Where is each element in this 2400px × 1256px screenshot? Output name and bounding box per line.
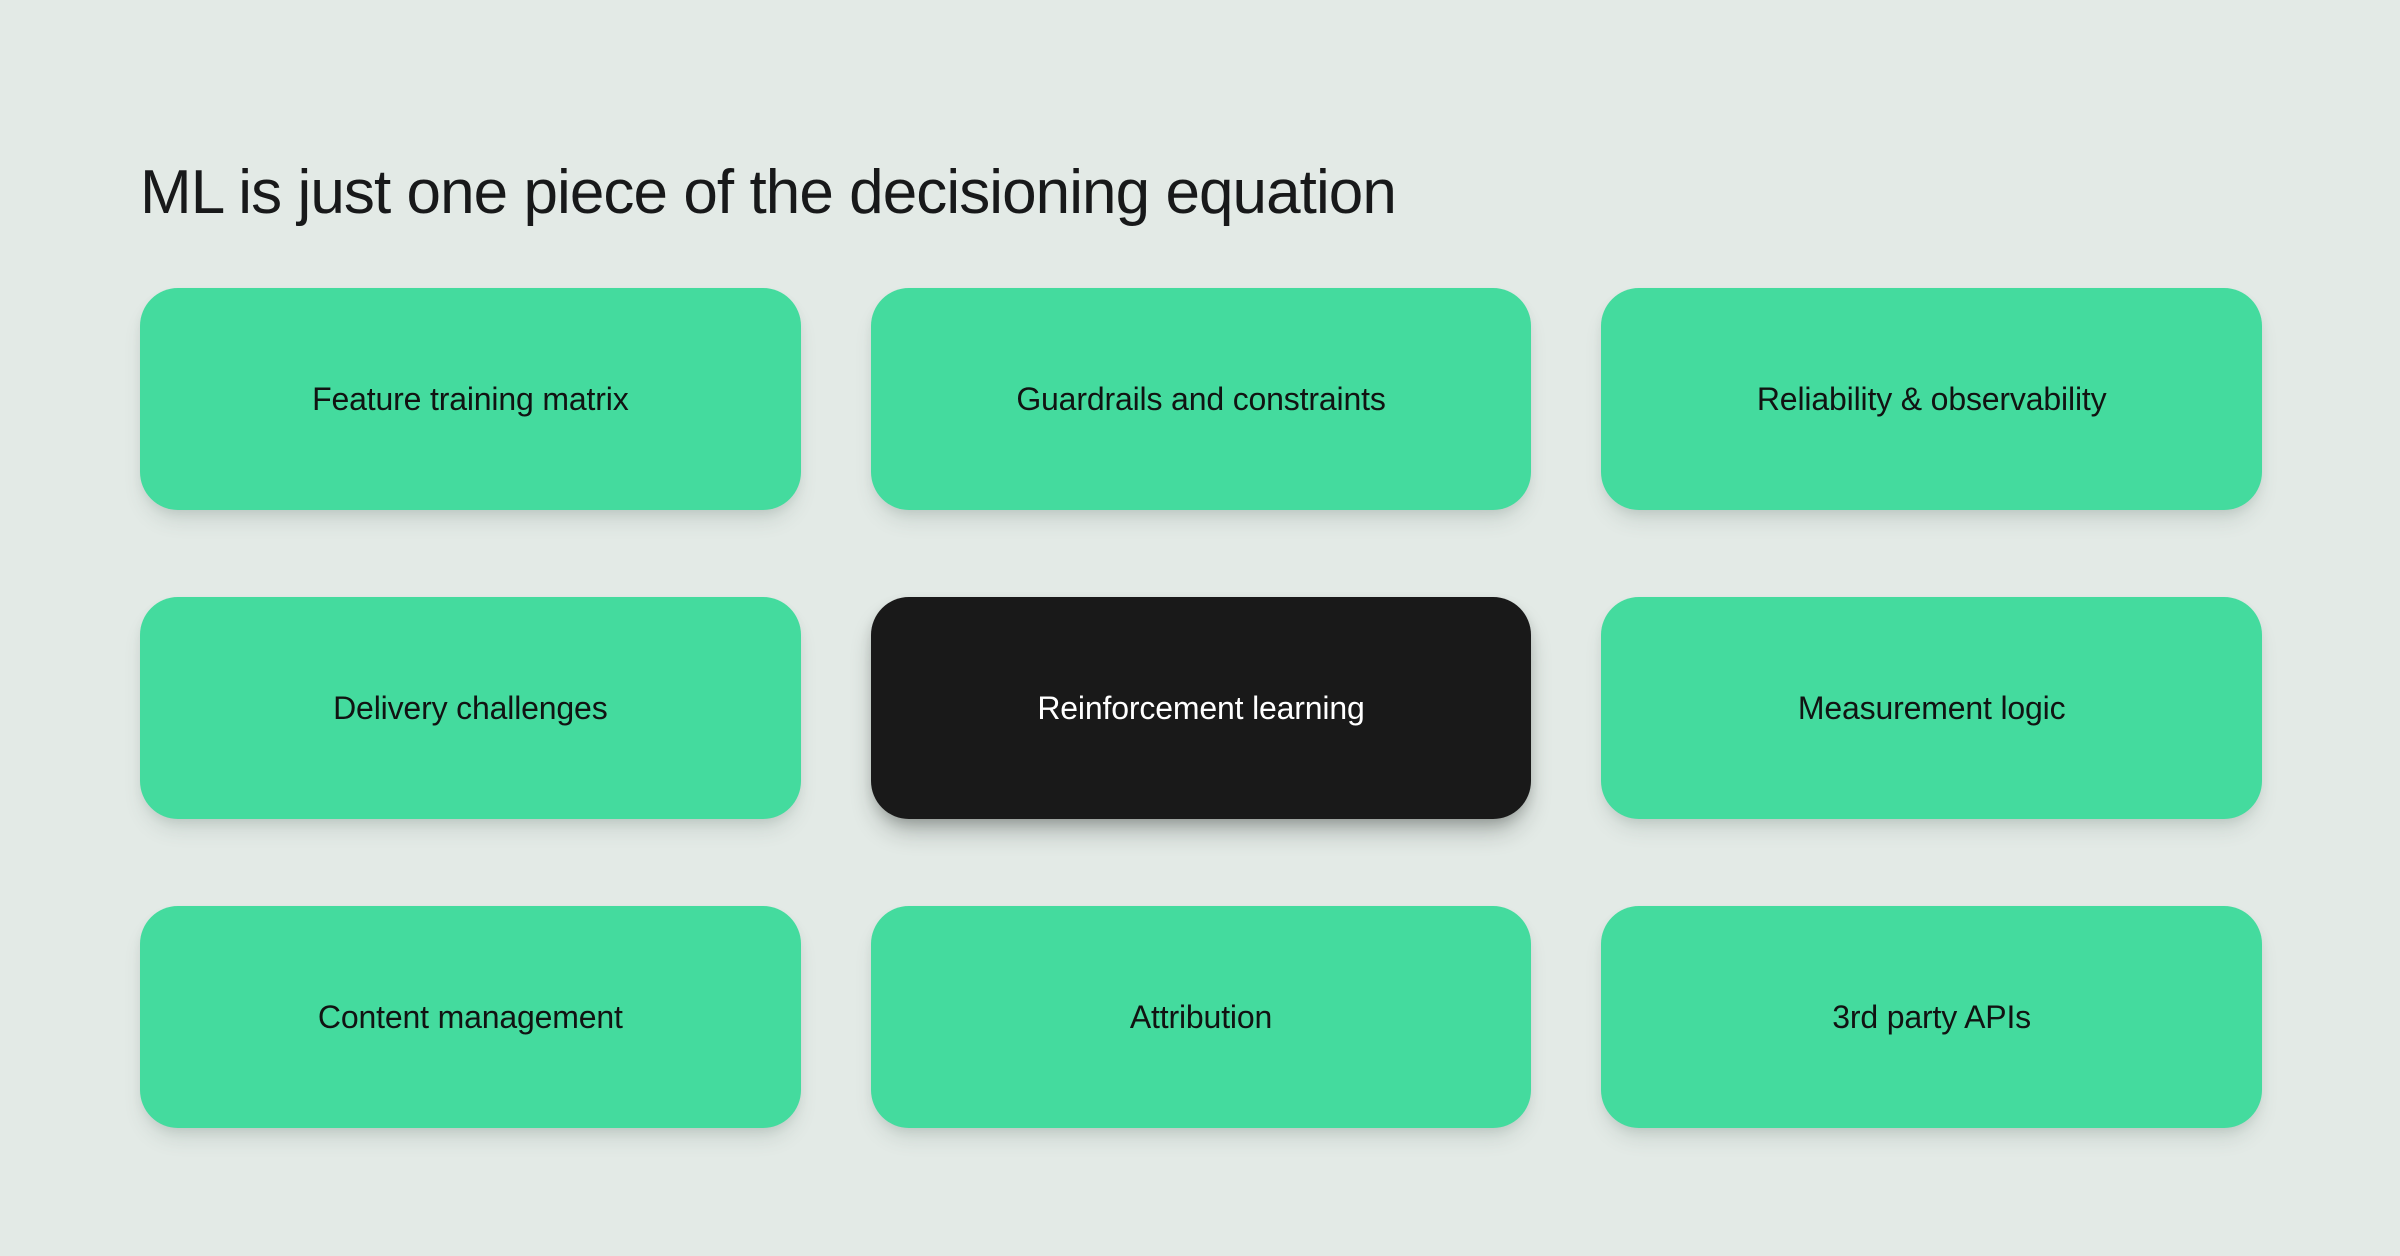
card-feature-training-matrix[interactable]: Feature training matrix — [140, 288, 801, 510]
card-reliability-and-observability[interactable]: Reliability & observability — [1601, 288, 2262, 510]
card-label: Guardrails and constraints — [1016, 380, 1386, 417]
card-measurement-logic[interactable]: Measurement logic — [1601, 597, 2262, 819]
card-label: Measurement logic — [1797, 689, 2066, 726]
card-delivery-challenges[interactable]: Delivery challenges — [140, 597, 801, 819]
card-guardrails-and-constraints[interactable]: Guardrails and constraints — [870, 288, 1532, 510]
card-content-management[interactable]: Content management — [140, 906, 801, 1128]
card-label: Reliability & observability — [1756, 380, 2107, 417]
card-label: 3rd party APIs — [1832, 998, 2032, 1035]
card-grid: Feature training matrix Guardrails and c… — [140, 288, 2262, 1128]
card-label: Feature training matrix — [312, 380, 629, 417]
card-reinforcement-learning[interactable]: Reinforcement learning — [870, 597, 1532, 819]
page-title: ML is just one piece of the decisioning … — [140, 157, 1397, 227]
card-3rd-party-apis[interactable]: 3rd party APIs — [1601, 906, 2262, 1128]
card-label: Content management — [317, 998, 623, 1035]
card-label: Reinforcement learning — [1037, 689, 1365, 726]
card-label: Attribution — [1129, 998, 1273, 1035]
card-label: Delivery challenges — [333, 689, 608, 726]
card-attribution[interactable]: Attribution — [870, 906, 1532, 1128]
